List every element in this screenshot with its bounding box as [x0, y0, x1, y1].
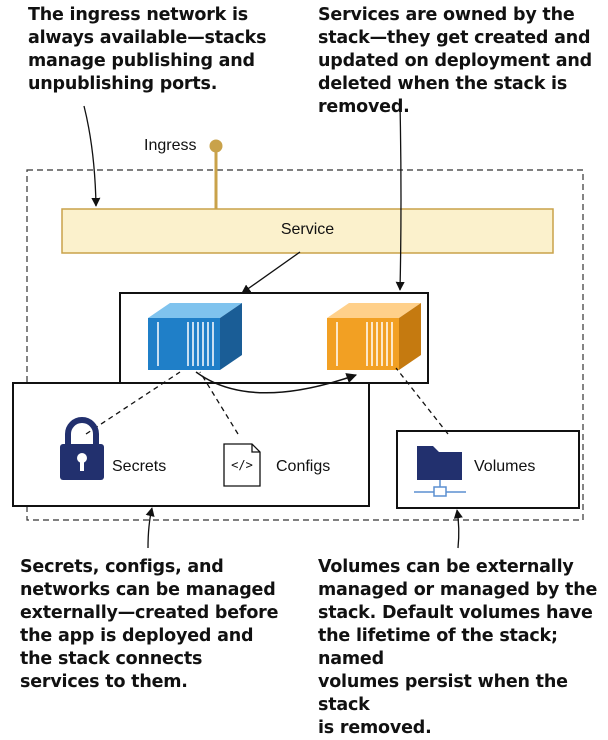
secrets-note-arrow — [145, 507, 155, 549]
folder-icon — [414, 446, 466, 497]
volumes-note-arrow — [453, 509, 463, 549]
ingress-label: Ingress — [144, 137, 197, 154]
container-link-curve — [195, 371, 357, 394]
services-note-arrow — [395, 103, 405, 291]
configs-dashed-link — [199, 371, 239, 435]
volumes-label: Volumes — [474, 458, 536, 475]
ingress-dot — [209, 139, 223, 153]
service-box — [61, 208, 554, 254]
ingress-note-arrow — [83, 105, 101, 207]
config-glyph-label: </> — [231, 458, 253, 472]
padlock-icon — [60, 417, 104, 480]
service-to-container-arrow — [241, 251, 301, 294]
orange-container-icon — [327, 303, 421, 370]
configs-label: Configs — [276, 458, 331, 475]
stack-diagram — [12, 103, 584, 549]
secrets-configs-box — [12, 382, 370, 507]
service-label: Service — [280, 221, 335, 238]
secrets-annotation: Secrets, configs, and networks can be ma… — [20, 557, 279, 692]
services-annotation: Services are owned by the stack—they get… — [318, 5, 592, 117]
volumes-annotation: Volumes can be externally managed or man… — [318, 557, 598, 738]
blue-container-icon — [148, 303, 242, 370]
config-file-icon — [223, 443, 261, 487]
secrets-dashed-link — [85, 371, 181, 435]
ingress-annotation: The ingress network is always available—… — [28, 5, 267, 94]
stack-boundary — [26, 169, 584, 521]
secrets-label: Secrets — [112, 458, 167, 475]
